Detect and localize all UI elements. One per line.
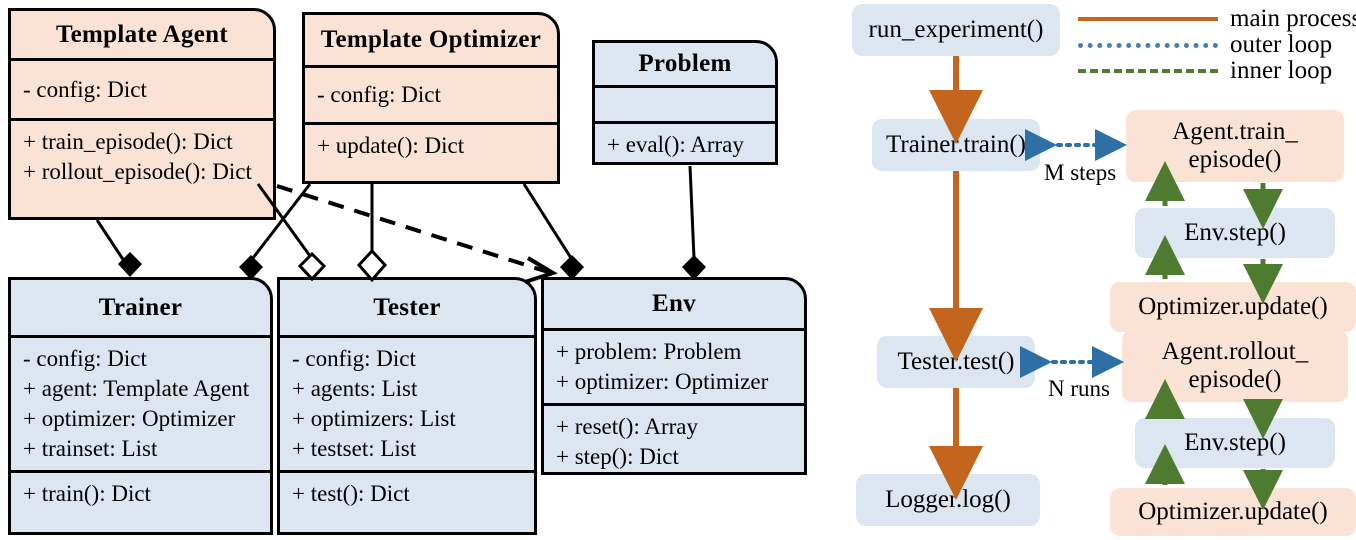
attribute: - config: Dict bbox=[317, 82, 441, 108]
flow-node-label: Optimizer.update() bbox=[1138, 498, 1328, 525]
flow-node-label-line2: episode() bbox=[1188, 146, 1282, 173]
flow-node-run-experiment: run_experiment() bbox=[852, 4, 1060, 56]
operation: + eval(): Array bbox=[607, 132, 744, 157]
legend-swatch-main-process-icon bbox=[1078, 17, 1218, 21]
class-title: Template Agent bbox=[55, 20, 229, 48]
relation-problem-env bbox=[682, 165, 706, 280]
class-operations: + test(): Dict bbox=[280, 473, 534, 515]
legend-swatch-inner-loop-icon bbox=[1078, 69, 1218, 73]
flow-node-optimizer-update-1: Optimizer.update() bbox=[1110, 282, 1356, 332]
attribute: - config: Dict bbox=[23, 346, 147, 372]
operation: + update(): Dict bbox=[317, 133, 465, 158]
attribute: + optimizer: Optimizer bbox=[556, 369, 769, 394]
class-operations: + update(): Dict bbox=[305, 125, 557, 167]
flow-node-label: Trainer.train() bbox=[885, 131, 1026, 158]
flow-node-label-line2: episode() bbox=[1188, 366, 1282, 393]
flow-node-env-step-1: Env.step() bbox=[1135, 208, 1335, 258]
legend-swatch-outer-loop-icon bbox=[1078, 42, 1218, 48]
relation-template-agent-env-dependency bbox=[276, 184, 558, 284]
edge-label-n-runs: N runs bbox=[1048, 376, 1110, 401]
legend-label: outer loop bbox=[1230, 31, 1333, 59]
flow-node-agent-train-episode: Agent.train_ episode() bbox=[1126, 110, 1344, 182]
flow-node-label-line1: Agent.train_ bbox=[1172, 118, 1298, 145]
relation-template-optimizer-tester bbox=[356, 184, 388, 283]
legend-label: main process bbox=[1230, 5, 1356, 33]
operation: + test(): Dict bbox=[292, 481, 410, 506]
class-title: Env bbox=[652, 290, 696, 317]
flow-node-label: Logger.log() bbox=[885, 486, 1011, 513]
divider bbox=[280, 335, 534, 338]
uml-class-trainer: Trainer - config: Dict + agent: Template… bbox=[8, 277, 273, 535]
class-title: Template Optimizer bbox=[320, 26, 542, 53]
operation: + rollout_episode(): Dict bbox=[23, 158, 252, 184]
class-operations: + train_episode(): Dict + rollout_episod… bbox=[11, 121, 273, 193]
flow-node-label: Env.step() bbox=[1184, 219, 1286, 246]
operation: + step(): Dict bbox=[556, 443, 679, 469]
divider bbox=[11, 335, 270, 338]
divider bbox=[595, 85, 775, 88]
class-attributes: - config: Dict bbox=[305, 68, 557, 122]
class-attributes: - config: Dict + agents: List + optimize… bbox=[280, 338, 534, 470]
uml-class-env: Env + problem: Problem + optimizer: Opti… bbox=[541, 277, 807, 475]
attribute: - config: Dict bbox=[292, 346, 416, 372]
flow-node-label-line1: Agent.rollout_ bbox=[1161, 338, 1309, 365]
divider bbox=[280, 470, 534, 473]
flow-node-agent-rollout-episode: Agent.rollout_ episode() bbox=[1122, 330, 1348, 402]
operation: + train(): Dict bbox=[23, 481, 151, 506]
operation: + train_episode(): Dict bbox=[23, 129, 233, 154]
class-attributes bbox=[595, 88, 775, 121]
flow-node-optimizer-update-2: Optimizer.update() bbox=[1110, 488, 1356, 536]
divider bbox=[595, 121, 775, 124]
relation-template-optimizer-env bbox=[522, 183, 584, 280]
attribute: - config: Dict bbox=[23, 76, 147, 102]
flow-node-env-step-2: Env.step() bbox=[1135, 418, 1335, 468]
class-attributes: - config: Dict + agent: Template Agent +… bbox=[11, 338, 270, 470]
attribute: + optimizer: Optimizer bbox=[23, 406, 236, 431]
class-operations: + eval(): Array bbox=[595, 124, 775, 166]
divider bbox=[11, 470, 270, 473]
class-operations: + reset(): Array + step(): Dict bbox=[544, 406, 804, 478]
class-title: Problem bbox=[638, 50, 732, 77]
class-title: Trainer bbox=[98, 293, 183, 321]
uml-class-template-agent: Template Agent - config: Dict + train_ep… bbox=[8, 8, 276, 220]
divider bbox=[305, 65, 557, 68]
attribute: + agent: Template Agent bbox=[23, 376, 250, 402]
uml-class-tester: Tester - config: Dict + agents: List + o… bbox=[277, 277, 537, 535]
class-attributes: + problem: Problem + optimizer: Optimize… bbox=[544, 331, 804, 403]
flow-node-trainer-train: Trainer.train() bbox=[872, 119, 1040, 171]
legend-label: inner loop bbox=[1230, 57, 1333, 85]
legend-item-inner-loop: inner loop bbox=[1078, 57, 1356, 85]
class-operations: + train(): Dict bbox=[11, 473, 270, 515]
attribute: + agents: List bbox=[292, 376, 418, 402]
relation-template-agent-trainer bbox=[95, 219, 142, 277]
legend-item-main-process: main process bbox=[1078, 5, 1356, 33]
flow-node-label: Env.step() bbox=[1184, 429, 1286, 456]
legend-item-outer-loop: outer loop bbox=[1078, 31, 1356, 59]
class-attributes: - config: Dict bbox=[11, 61, 273, 118]
attribute: + optimizers: List bbox=[292, 406, 456, 431]
edge-label-m-steps: M steps bbox=[1044, 160, 1117, 185]
flow-node-label: run_experiment() bbox=[868, 16, 1044, 43]
attribute: + trainset: List bbox=[23, 435, 158, 461]
divider bbox=[544, 328, 804, 331]
divider bbox=[11, 118, 273, 121]
flow-node-label: Optimizer.update() bbox=[1138, 293, 1328, 320]
divider bbox=[305, 122, 557, 125]
flow-node-logger-log: Logger.log() bbox=[856, 474, 1040, 526]
flow-legend: main process outer loop inner loop bbox=[1078, 5, 1356, 85]
class-title: Tester bbox=[373, 293, 441, 321]
attribute: + testset: List bbox=[292, 435, 417, 461]
uml-class-problem: Problem + eval(): Array bbox=[592, 40, 778, 165]
uml-class-template-optimizer: Template Optimizer - config: Dict + upda… bbox=[302, 12, 560, 184]
divider bbox=[544, 403, 804, 406]
flow-node-label: Tester.test() bbox=[897, 348, 1015, 375]
divider bbox=[11, 58, 273, 61]
operation: + reset(): Array bbox=[556, 414, 698, 439]
flow-node-tester-test: Tester.test() bbox=[877, 336, 1035, 388]
attribute: + problem: Problem bbox=[556, 339, 742, 365]
